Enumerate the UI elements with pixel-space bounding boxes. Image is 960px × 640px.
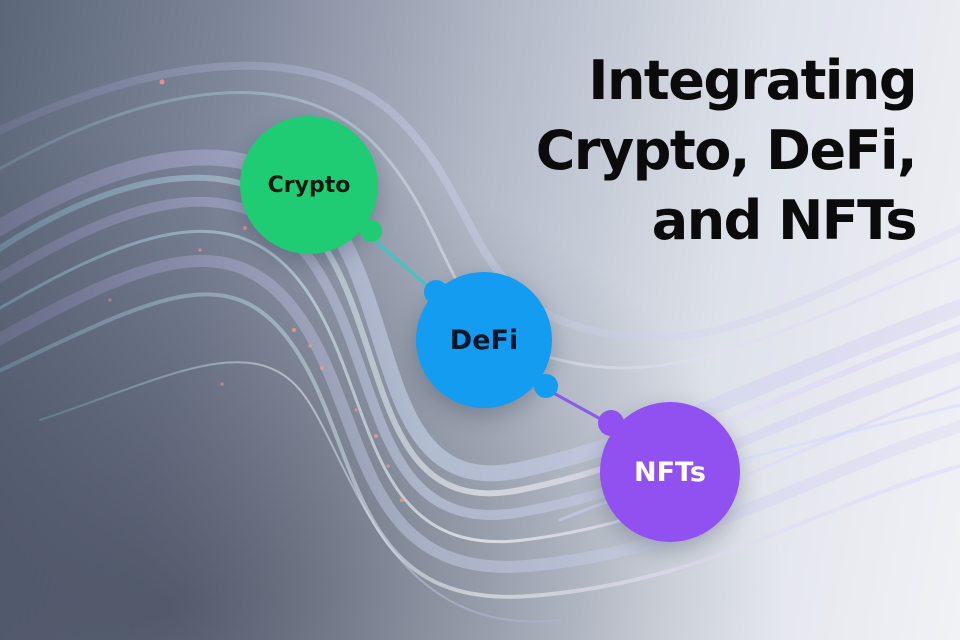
- defi-node-label: DeFi: [449, 324, 519, 356]
- defi-top-knob: [424, 280, 448, 304]
- title-line-1: Integrating: [588, 49, 917, 112]
- crypto-node-label: Crypto: [267, 172, 351, 198]
- title-line-2: Crypto, DeFi,: [535, 119, 918, 182]
- nfts-connector-knob: [598, 410, 624, 436]
- glow-particles: [108, 79, 405, 503]
- nfts-node-label: NFTs: [634, 456, 706, 488]
- page-title: Integrating Crypto, DeFi, and NFTs: [446, 46, 918, 256]
- crypto-node: Crypto: [240, 116, 378, 254]
- crypto-connector-knob: [360, 220, 382, 242]
- wave-ribbons: [0, 61, 960, 623]
- title-line-3: and NFTs: [651, 189, 918, 252]
- connector-defi-nfts: [547, 388, 607, 424]
- defi-node: DeFi: [416, 272, 552, 408]
- defi-bottom-knob: [534, 374, 558, 398]
- connector-crypto-defi: [371, 236, 433, 292]
- node-connectors: [371, 236, 607, 424]
